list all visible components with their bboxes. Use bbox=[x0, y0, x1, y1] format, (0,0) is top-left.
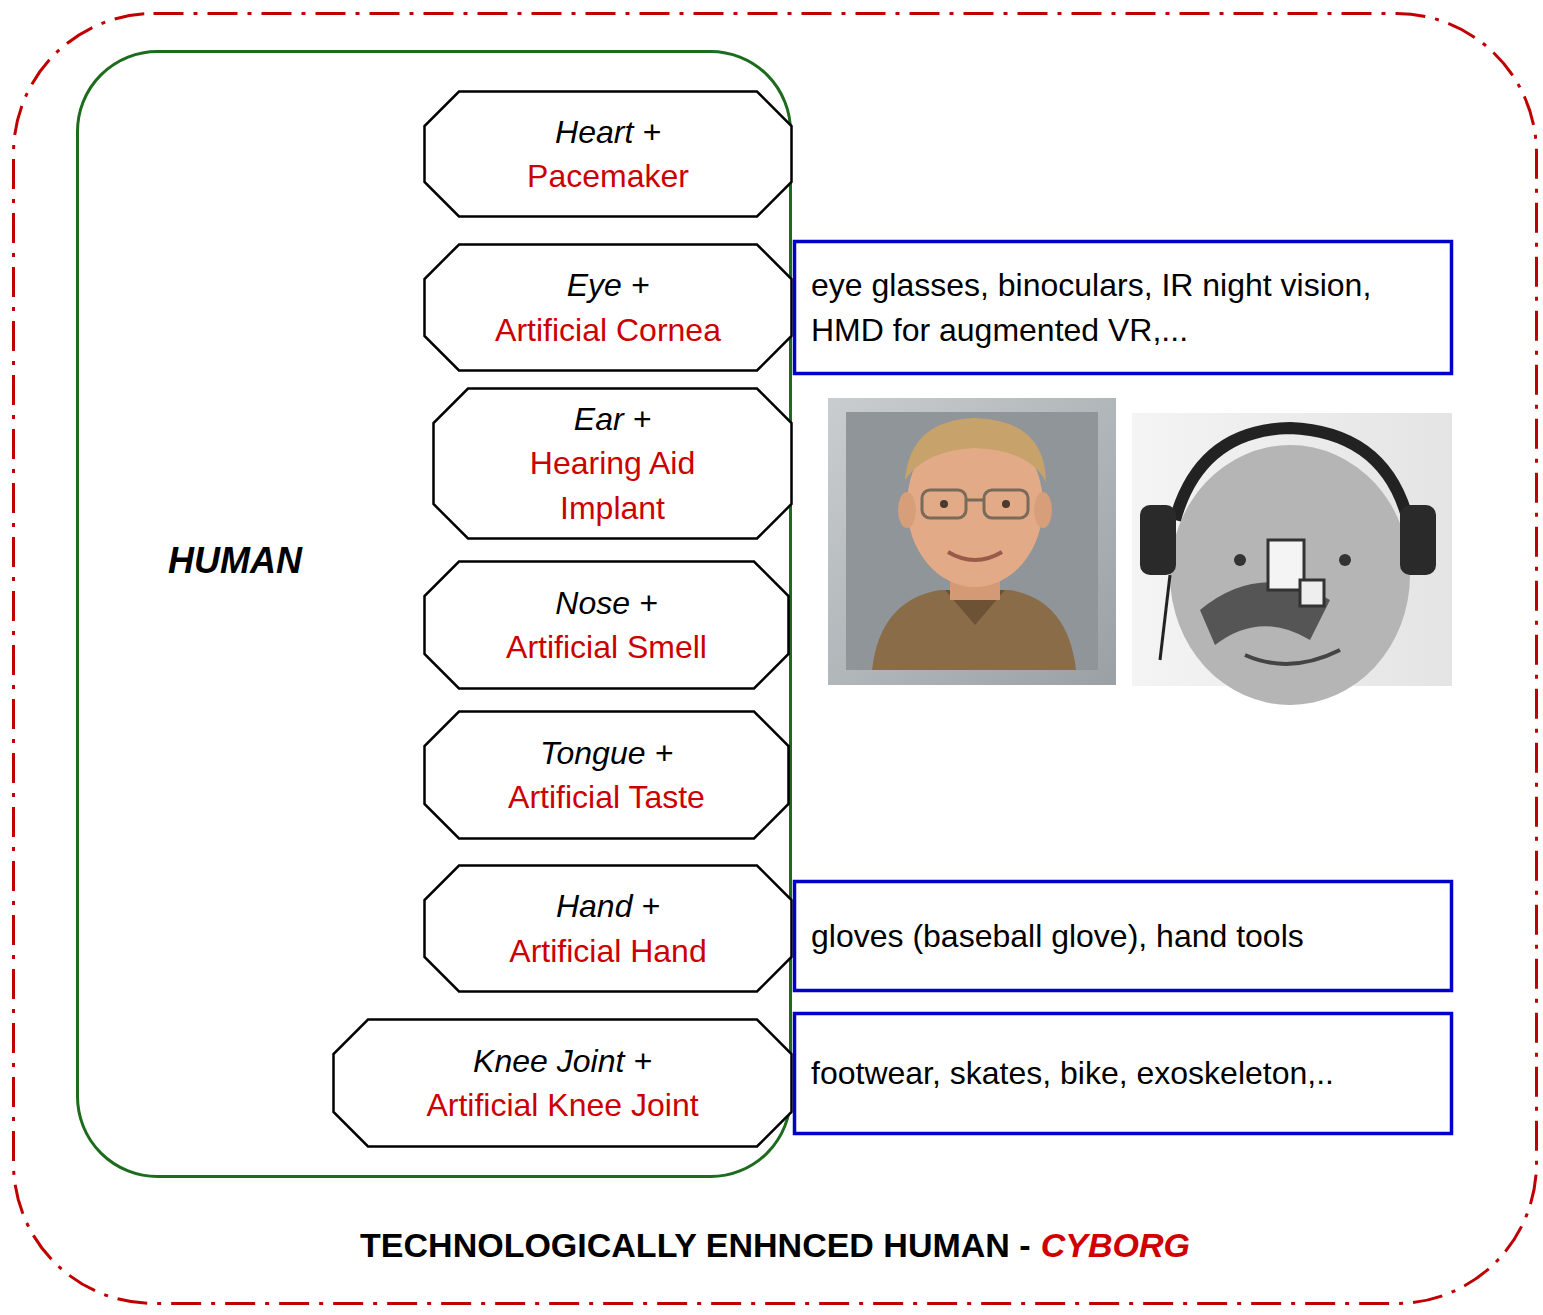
organ-name: Eye + bbox=[567, 263, 650, 307]
octagon-outline bbox=[425, 92, 792, 217]
blue-border bbox=[795, 1014, 1452, 1134]
implant-name: Artificial Smell bbox=[506, 625, 707, 669]
organ-octagon: Hand +Artificial Hand bbox=[423, 864, 793, 993]
implant-name: Artificial Cornea bbox=[495, 308, 721, 352]
organ-name: Nose + bbox=[555, 581, 657, 625]
octagon-outline bbox=[425, 712, 789, 839]
organ-octagon: Heart +Pacemaker bbox=[423, 90, 793, 218]
node-outline bbox=[793, 240, 1453, 375]
organ-name: Tongue + bbox=[540, 731, 673, 775]
node-outline bbox=[423, 560, 790, 690]
node-outline bbox=[423, 710, 790, 840]
organ-octagon: Ear +Hearing Aid Implant bbox=[432, 387, 793, 540]
caption-row: TECHNOLOGICALLY ENHNCED HUMAN - CYBORG bbox=[12, 1226, 1538, 1265]
region-label: HUMAN bbox=[168, 540, 302, 582]
technology-box: eye glasses, binoculars, IR night vision… bbox=[793, 240, 1453, 375]
node-outline bbox=[423, 243, 793, 372]
implant-name: Hearing Aid Implant bbox=[503, 441, 723, 529]
green-border bbox=[78, 52, 791, 1177]
organ-name: Hand + bbox=[556, 884, 660, 928]
blue-border bbox=[795, 242, 1452, 374]
implant-name: Artificial Knee Joint bbox=[426, 1083, 698, 1127]
octagon-outline bbox=[334, 1020, 792, 1147]
caption-text: TECHNOLOGICALLY ENHNCED HUMAN - bbox=[360, 1226, 1031, 1265]
technology-list: gloves (baseball glove), hand tools bbox=[811, 914, 1304, 959]
photo-man-headset bbox=[1132, 413, 1452, 705]
caption-highlight: CYBORG bbox=[1041, 1226, 1190, 1265]
implant-name: Artificial Taste bbox=[508, 775, 705, 819]
dashdot-border bbox=[14, 14, 1537, 1304]
photo-man-glasses bbox=[828, 398, 1116, 685]
organ-octagon: Tongue +Artificial Taste bbox=[423, 710, 790, 840]
implant-name: Pacemaker bbox=[527, 154, 689, 198]
node-outline bbox=[332, 1018, 793, 1148]
organ-name: Ear + bbox=[574, 397, 651, 441]
octagon-outline bbox=[434, 389, 792, 539]
organ-octagon: Knee Joint +Artificial Knee Joint bbox=[332, 1018, 793, 1148]
node-outline bbox=[423, 90, 793, 218]
octagon-outline bbox=[425, 245, 792, 371]
technology-list: footwear, skates, bike, exoskeleton,.. bbox=[811, 1051, 1334, 1096]
cyborg-boundary: TECHNOLOGICALLY ENHNCED HUMAN - CYBORG HUM… bbox=[12, 12, 1538, 1305]
node-outline bbox=[423, 864, 793, 993]
organ-octagon: Eye +Artificial Cornea bbox=[423, 243, 793, 372]
organ-name: Knee Joint + bbox=[473, 1039, 652, 1083]
technology-box: gloves (baseball glove), hand tools bbox=[793, 880, 1453, 992]
technology-list: eye glasses, binoculars, IR night vision… bbox=[811, 263, 1437, 353]
human-region: HUMAN Heart +PacemakerEye +Artificial Cor… bbox=[76, 50, 792, 1178]
technology-box: footwear, skates, bike, exoskeleton,.. bbox=[793, 1012, 1453, 1135]
octagon-outline bbox=[425, 866, 792, 992]
blue-border bbox=[795, 882, 1452, 991]
implant-name: Artificial Hand bbox=[509, 929, 706, 973]
octagon-outline bbox=[425, 562, 789, 689]
organ-octagon: Nose +Artificial Smell bbox=[423, 560, 790, 690]
organ-name: Heart + bbox=[555, 110, 661, 154]
